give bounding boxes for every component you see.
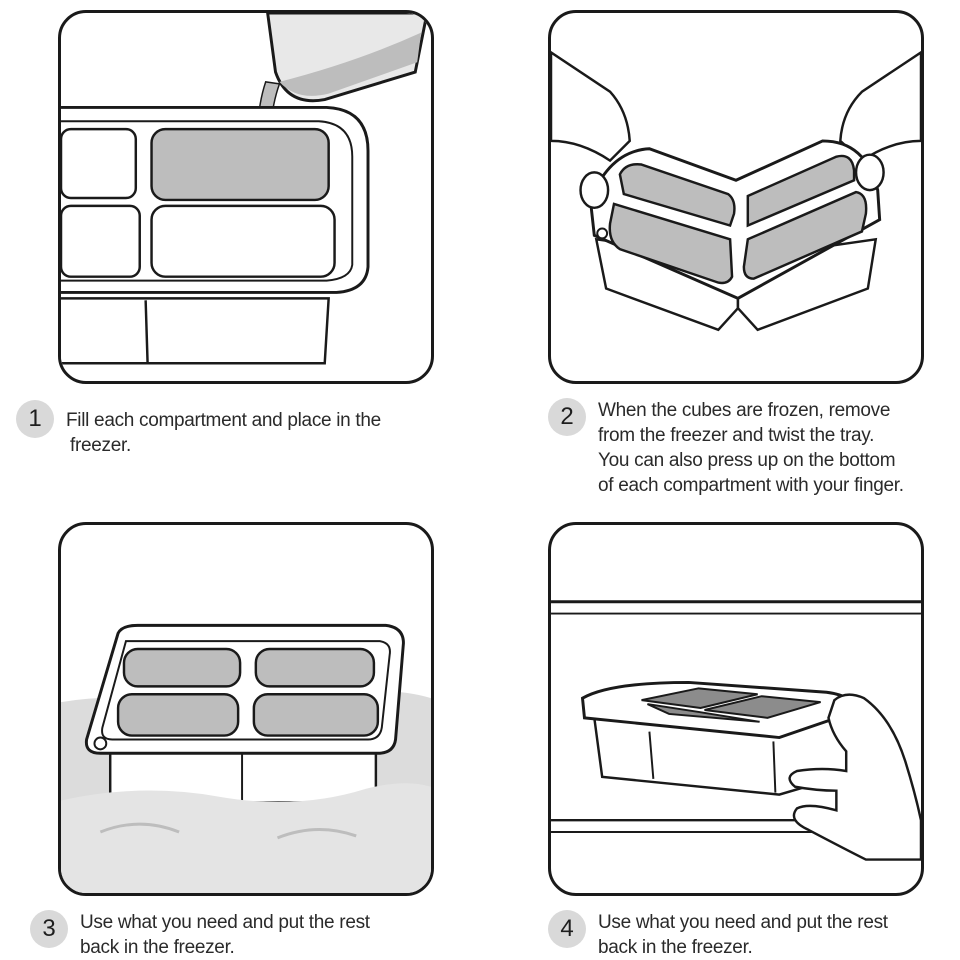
illustration-twist-tray <box>548 10 924 384</box>
step-instruction: When the cubes are frozen, remove from t… <box>598 398 904 498</box>
step-line: Use what you need and put the rest <box>598 912 888 933</box>
step-line: freezer. <box>70 435 131 456</box>
step-1-caption: 1 Fill each compartment and place in the… <box>16 400 436 458</box>
step-instruction: Use what you need and put the rest back … <box>80 910 370 960</box>
step-4-caption: 4 Use what you need and put the rest bac… <box>548 910 958 960</box>
tray-in-freezer-drawing <box>61 623 431 893</box>
twist-tray-drawing <box>551 50 921 332</box>
step-line: When the cubes are frozen, remove <box>598 400 891 421</box>
step-3-caption: 3 Use what you need and put the rest bac… <box>30 910 450 960</box>
step-line: Use what you need and put the rest <box>80 912 370 933</box>
step-number-badge: 4 <box>548 910 586 948</box>
step-line: You can also press up on the bottom <box>598 450 896 471</box>
tray-on-shelf-drawing <box>551 600 921 861</box>
step-line: back in the freezer. <box>80 937 235 958</box>
fill-tray-drawing <box>61 13 429 365</box>
illustration-tray-on-shelf <box>548 522 924 896</box>
step-2-caption: 2 When the cubes are frozen, remove from… <box>548 398 958 498</box>
step-number-badge: 1 <box>16 400 54 438</box>
step-line: from the freezer and twist the tray. <box>598 425 875 446</box>
step-line: back in the freezer. <box>598 937 753 958</box>
illustration-fill-tray <box>58 10 434 384</box>
step-number-badge: 3 <box>30 910 68 948</box>
step-instruction: Fill each compartment and place in the f… <box>66 400 381 458</box>
step-line: of each compartment with your finger. <box>598 475 904 496</box>
step-line: Fill each compartment and place in the <box>66 410 381 431</box>
step-number-badge: 2 <box>548 398 586 436</box>
step-instruction: Use what you need and put the rest back … <box>598 910 888 960</box>
illustration-tray-in-freezer <box>58 522 434 896</box>
